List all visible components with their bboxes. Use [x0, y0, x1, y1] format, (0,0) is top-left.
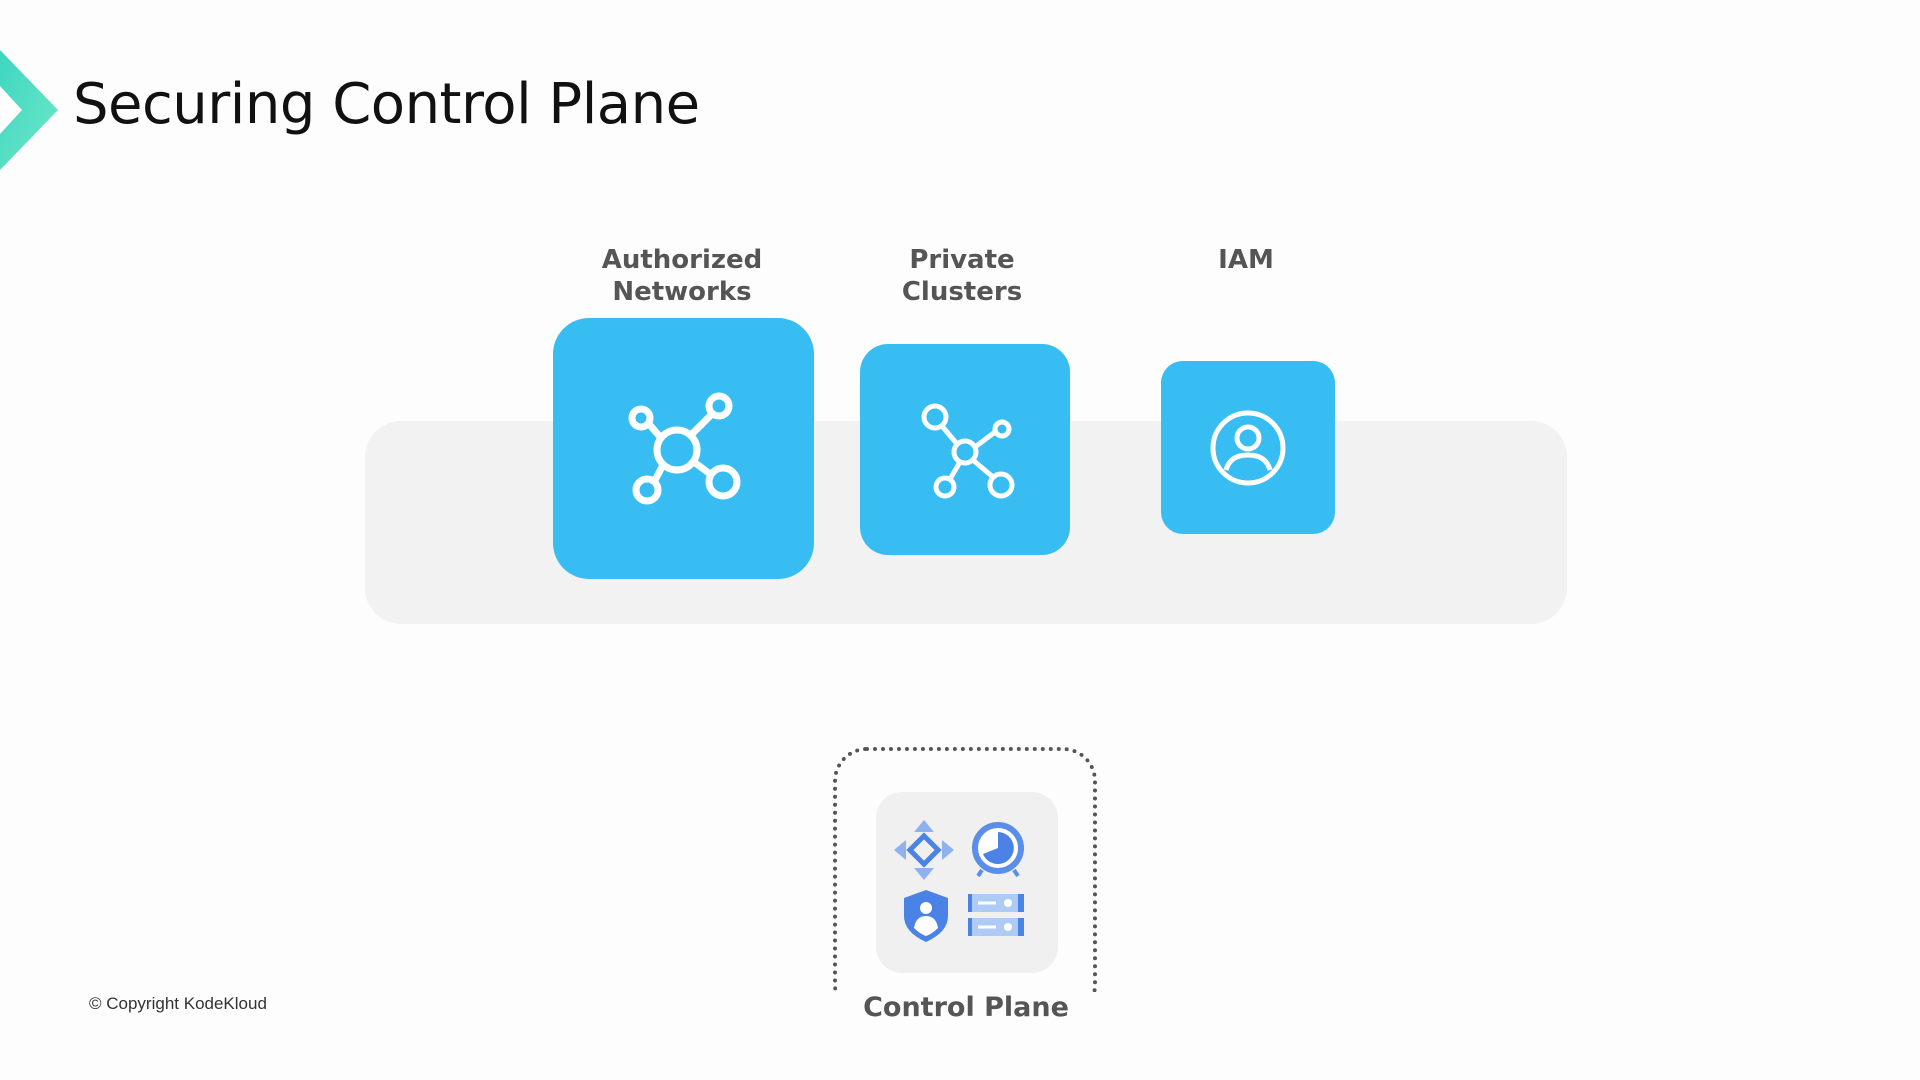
control-plane-icon-tile[interactable] — [876, 792, 1058, 973]
storage-server-icon — [968, 894, 1024, 936]
user-circle-icon — [1210, 410, 1286, 485]
authorized-networks-card[interactable] — [553, 318, 814, 579]
private-clusters-card[interactable] — [860, 344, 1070, 555]
scheduler-clock-icon — [972, 822, 1024, 878]
iam-label: IAM — [1218, 245, 1274, 275]
iam-card[interactable] — [1161, 361, 1335, 534]
control-plane-label: Control Plane — [853, 992, 1079, 1023]
security-shield-icon — [904, 890, 948, 942]
cluster-network-icon — [921, 403, 1015, 498]
api-arrows-icon — [894, 820, 954, 880]
copyright-text: © Copyright KodeKloud — [89, 994, 267, 1013]
chevron-logo-icon — [0, 50, 58, 170]
page-title: Securing Control Plane — [73, 72, 700, 137]
hub-network-icon — [628, 392, 740, 504]
private-clusters-label: Private Clusters — [901, 245, 1023, 307]
authorized-networks-label: Authorized Networks — [601, 245, 763, 307]
